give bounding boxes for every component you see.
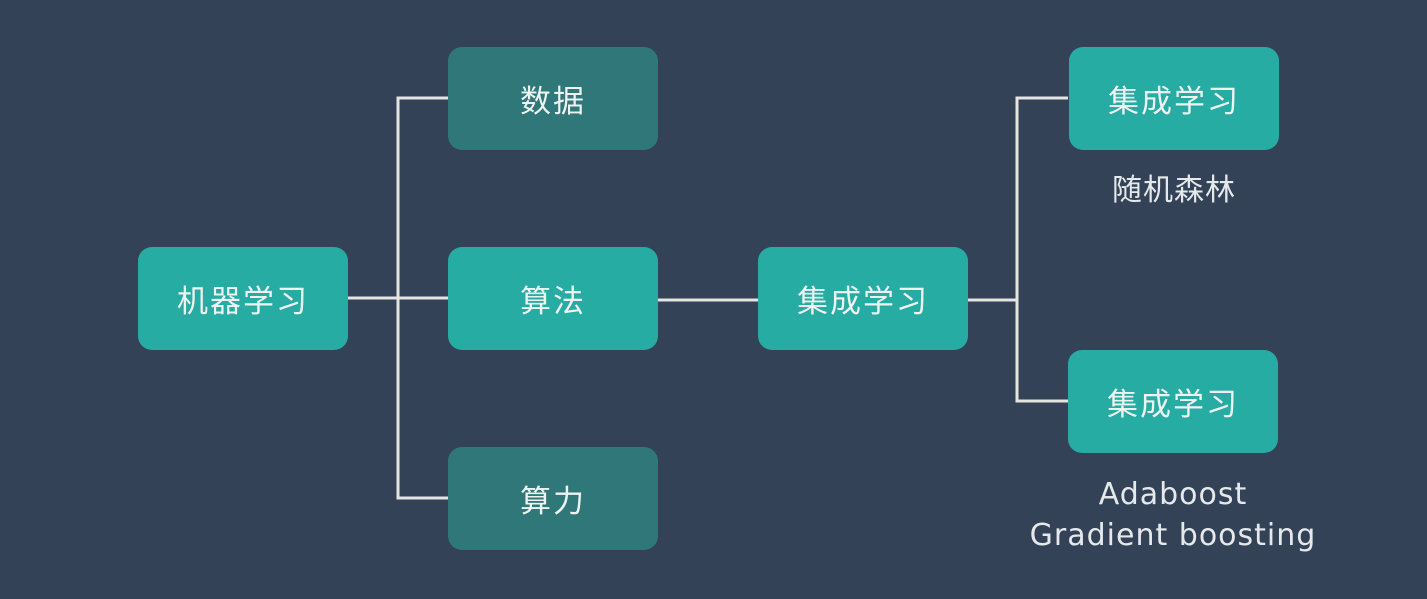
node-ensemble-bottom-label: 集成学习 xyxy=(1107,387,1239,423)
connector-methods-trunk xyxy=(1015,96,1068,403)
caption-gradient-boosting: Gradient boosting xyxy=(1029,518,1317,553)
node-ensemble: 集成学习 xyxy=(758,247,968,350)
node-root-label: 机器学习 xyxy=(177,284,309,320)
node-algorithm: 算法 xyxy=(448,247,658,350)
node-compute-label: 算力 xyxy=(520,484,586,520)
node-data-label: 数据 xyxy=(520,84,586,120)
node-ensemble-label: 集成学习 xyxy=(797,284,929,320)
node-ensemble-top-label: 集成学习 xyxy=(1108,84,1240,120)
node-root: 机器学习 xyxy=(138,247,348,350)
node-ensemble-bottom: 集成学习 xyxy=(1068,350,1278,453)
connector-branch-trunk xyxy=(396,96,448,500)
node-data: 数据 xyxy=(448,47,658,150)
node-algorithm-label: 算法 xyxy=(520,284,586,320)
caption-adaboost: Adaboost xyxy=(1098,477,1248,512)
node-ensemble-top: 集成学习 xyxy=(1069,47,1279,150)
caption-random-forest: 随机森林 xyxy=(1112,173,1236,208)
node-compute: 算力 xyxy=(448,447,658,550)
